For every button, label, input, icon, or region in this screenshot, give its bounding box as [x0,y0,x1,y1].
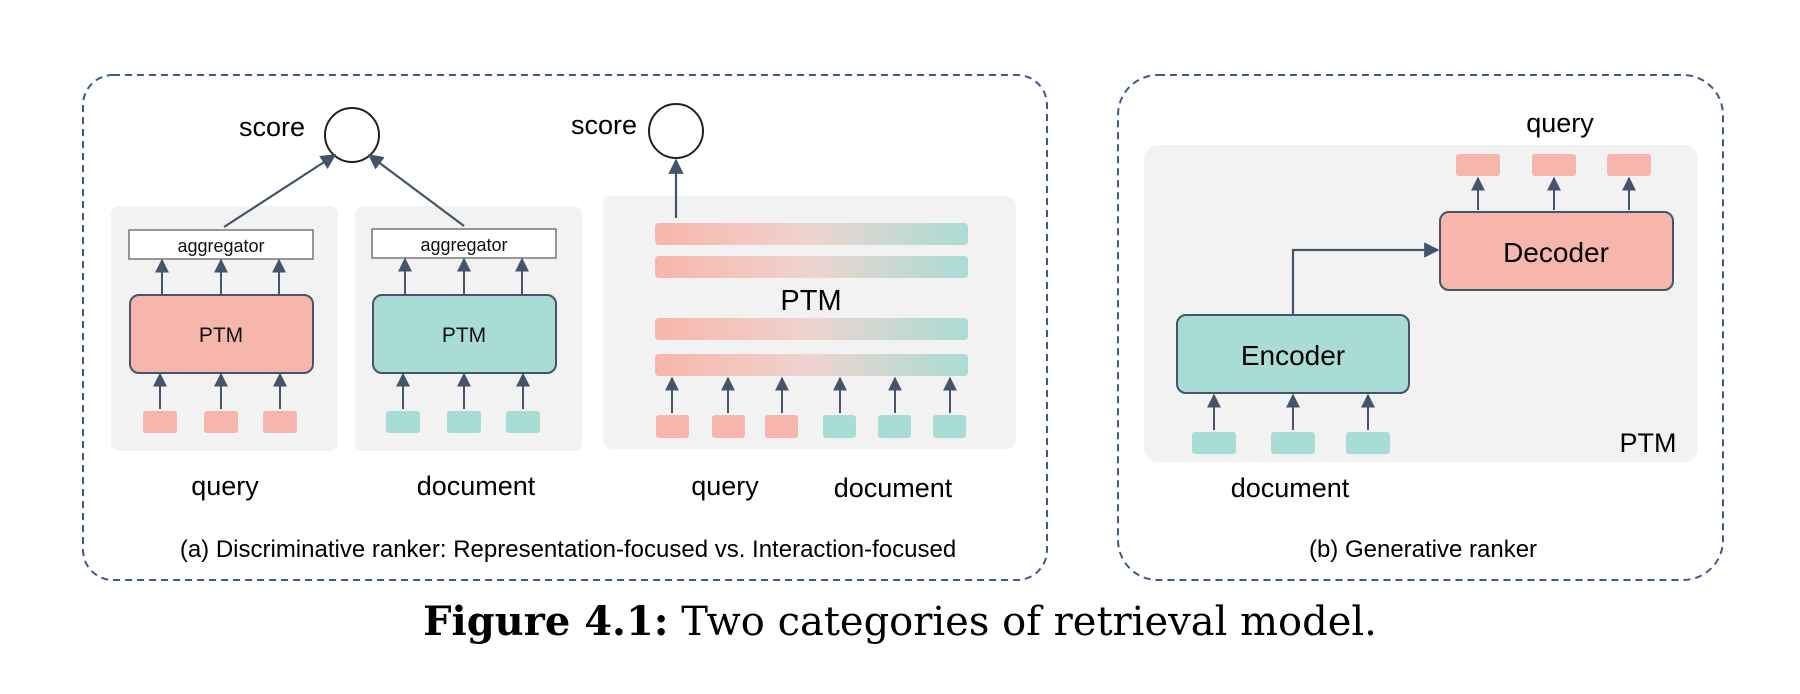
query-token [765,415,798,438]
document-token [447,411,481,433]
left-query-label: query [191,471,259,501]
document-token [823,415,856,438]
query-token [263,411,297,433]
decoder-label: Decoder [1503,237,1609,268]
interaction-ptm-label: PTM [780,285,841,317]
encoder-label: Encoder [1241,340,1345,371]
panel-b-border [1117,74,1724,581]
query-ptm-label: PTM [199,324,243,347]
arrow [367,154,465,227]
score-circle-representation [324,107,380,163]
generative-ptm-label: PTM [1620,428,1677,458]
left-document-label: document [417,471,536,501]
query-token [1607,154,1651,176]
figure-caption: Figure 4.1: Two categories of retrieval … [0,599,1800,645]
right-score-label: score [571,110,637,140]
query-token [204,411,238,433]
left-score-label: score [239,112,305,142]
panel-a: aggregator PTM query aggregator PTM docu… [82,74,1048,581]
query-aggregator-box [128,229,314,260]
document-token [1346,432,1390,454]
score-circle-interaction [648,103,704,159]
query-token [1532,154,1576,176]
decoder-box [1439,211,1674,291]
query-token [143,411,177,433]
right-document-label: document [834,473,953,503]
query-token [712,415,745,438]
document-aggregator-label: aggregator [420,235,507,255]
generative-ptm-background [1144,145,1698,462]
interaction-layer [655,354,968,376]
panel-a-border [82,74,1048,581]
document-token [1192,432,1236,454]
interaction-layer [655,318,968,340]
encoder-box [1176,314,1410,394]
figure-caption-label: Figure 4.1: [423,598,669,645]
document-ptm-label: PTM [442,324,486,347]
query-token [656,415,689,438]
document-token [878,415,911,438]
query-token [1456,154,1500,176]
document-token [506,411,540,433]
interaction-layer [655,256,968,278]
panel-b: query Decoder Encoder PTM document (b) G… [1117,74,1724,581]
panel-b-caption: (b) Generative ranker [1309,536,1537,563]
generative-query-label: query [1526,108,1594,138]
interaction-layer [655,223,968,245]
arrow [223,154,337,228]
generative-document-label: document [1231,473,1350,503]
query-aggregator-label: aggregator [177,236,264,256]
document-token [1271,432,1315,454]
document-token [386,411,420,433]
document-token [933,415,966,438]
panel-a-caption: (a) Discriminative ranker: Representatio… [180,536,956,563]
figure-caption-text: Two categories of retrieval model. [668,599,1377,645]
right-query-label: query [691,471,759,501]
encoder-to-decoder-arrow [1291,242,1440,314]
